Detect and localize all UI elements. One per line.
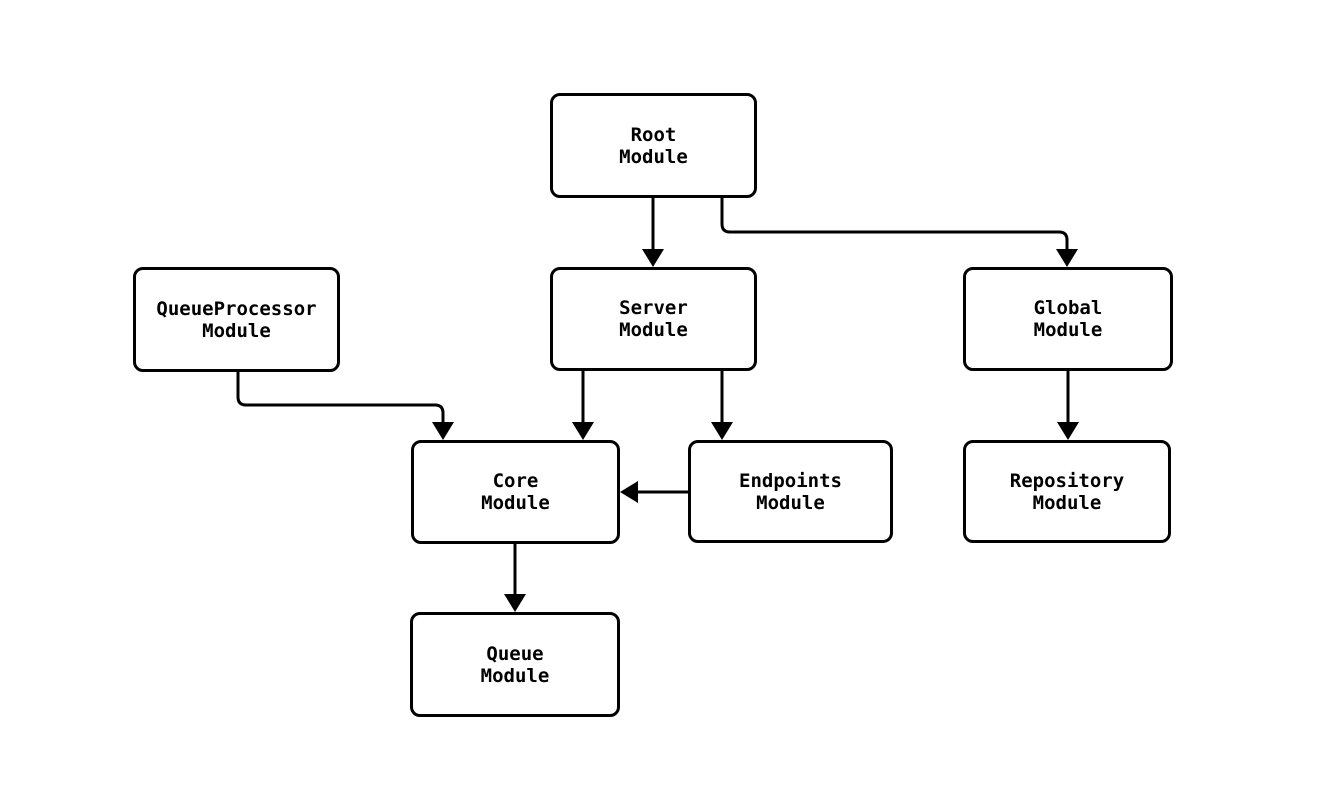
node-endpoints-module: Endpoints Module (688, 440, 893, 543)
node-queueprocessor-module: QueueProcessor Module (133, 267, 340, 372)
edge-root-to-server (642, 198, 664, 267)
node-server-module-label: Server Module (619, 297, 688, 341)
edge-global-to-repository (1057, 371, 1079, 440)
node-queue-module: Queue Module (410, 612, 620, 717)
node-endpoints-module-label: Endpoints Module (739, 469, 842, 514)
node-root-module-label: Root Module (619, 123, 688, 168)
edge-queueprocessor-to-core (236, 372, 454, 440)
node-queue-module-label: Queue Module (480, 642, 550, 687)
node-repository-module-label: Repository Module (1009, 469, 1125, 514)
node-server-module: Server Module (550, 267, 757, 371)
edge-server-to-core (572, 371, 594, 440)
node-repository-module: Repository Module (963, 440, 1171, 543)
node-core-module-label: Core Module (481, 470, 550, 514)
edge-endpoints-to-core (620, 481, 688, 503)
edge-root-to-global (720, 198, 1078, 267)
node-global-module: Global Module (963, 267, 1173, 371)
node-root-module: Root Module (550, 93, 757, 198)
edge-core-to-queue (504, 544, 526, 612)
node-global-module-label: Global Module (1033, 297, 1103, 341)
node-core-module: Core Module (411, 440, 620, 544)
edge-server-to-endpoints (711, 371, 733, 440)
node-queueprocessor-module-label: QueueProcessor Module (156, 297, 317, 342)
